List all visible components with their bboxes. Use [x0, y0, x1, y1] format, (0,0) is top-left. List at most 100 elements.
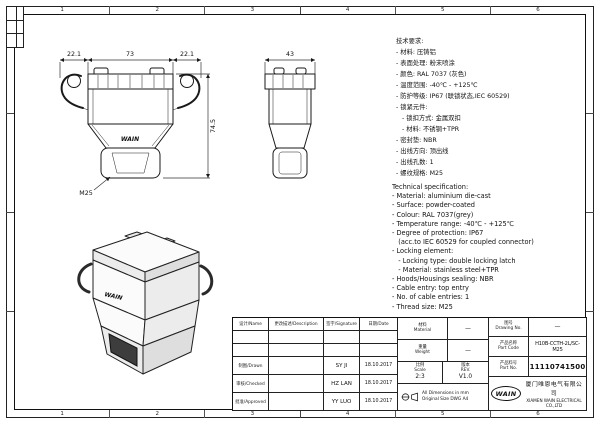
thread-size-label: M25 [79, 190, 92, 197]
zone-number: 2 [110, 410, 206, 418]
tb-empty-cell [233, 344, 269, 357]
zone-number: 2 [110, 6, 206, 14]
corner-box-divider [7, 33, 23, 34]
dim-center-label: 73 [126, 51, 134, 58]
frame-tick [586, 211, 594, 213]
tb-drawn-label: 制图/Drawn [233, 357, 269, 375]
spec-cn-line: - 温度范围: -40℃ - +125℃ [396, 82, 478, 89]
spec-en-line: - Material: aluminium die-cast [392, 192, 491, 201]
zone-number: 1 [15, 6, 111, 14]
tb-part-code-label-en: Part Code [498, 345, 519, 351]
title-block: 设计/Name 更改描述/Description 签字/Signature 日期… [232, 317, 587, 411]
tb-part-code-label-cn: 产品名称 [499, 340, 518, 346]
tb-empty-cell [324, 344, 360, 357]
spec-en-line: - Locking element: [392, 247, 454, 256]
dim-height-label: 74.5 [210, 119, 217, 133]
tb-empty-cell [233, 331, 269, 344]
wain-logo: WAIN [491, 386, 521, 401]
zone-number: 3 [205, 410, 301, 418]
zone-number: 6 [536, 411, 540, 417]
iso-opening-window [108, 333, 138, 367]
tb-empty-cell [360, 331, 398, 344]
technical-requirements-cn: 技术要求: - 材料: 压铸铝- 表面处理: 粉末喷涂- 颜色: RAL 703… [396, 36, 586, 179]
spec-cn-lines: - 材料: 压铸铝- 表面处理: 粉末喷涂- 颜色: RAL 7037 (灰色)… [396, 47, 586, 179]
tb-part-no-label-en: Part No. [500, 365, 517, 371]
corner-box-divider [7, 20, 23, 21]
frame-tick [299, 6, 301, 14]
frame-tick [6, 310, 14, 312]
tb-rev-label-cn: 版本 [461, 363, 470, 369]
dim-left-label: 22.1 [67, 51, 81, 58]
tb-weight-label-cn: 重量 [418, 344, 427, 350]
zone-number: 3 [205, 6, 301, 14]
tb-empty-cell [269, 375, 324, 393]
front-view-height-dimension [163, 73, 211, 179]
zone-number: 5 [396, 410, 491, 418]
spec-en-title: Technical specification: [392, 183, 469, 191]
tb-drawing-no-value: — [529, 318, 587, 337]
bail-latch-left [60, 73, 89, 111]
projection-symbol-icon [401, 392, 418, 402]
tb-approved-date: 18.10.2017 [360, 393, 398, 411]
zone-number: 5 [396, 6, 491, 14]
tb-empty-cell [269, 331, 324, 344]
zone-number: 6 [536, 7, 540, 13]
isometric-view: WAIN [77, 231, 214, 375]
spec-en-line: - Surface: powder-coated [392, 201, 475, 210]
front-view-outline: WAIN [60, 67, 201, 179]
tb-drawing-no-label-cn: 图号 [504, 321, 513, 327]
tb-part-no-value: 1111107415001 [529, 357, 587, 377]
company-name-cn: 厦门唯恩电气有限公司 [525, 382, 583, 397]
tb-part-no-label: 产品料号 Part No. [489, 357, 529, 377]
frame-tick [6, 211, 14, 213]
zone-number: 4 [301, 6, 396, 14]
tb-material-label: 材料 Material [398, 318, 448, 340]
frame-tick [299, 410, 301, 418]
tb-empty-cell [269, 357, 324, 375]
tb-header-date: 日期/Date [360, 318, 398, 331]
zone-number: 1 [15, 410, 111, 418]
tb-scale-label-en: Scale [414, 368, 426, 374]
iso-view-outline: WAIN [77, 231, 214, 375]
dim-right-label: 22.1 [180, 51, 194, 58]
tb-header-description: 更改描述/Description [269, 318, 324, 331]
spec-en-lines: - Material: aluminium die-cast- Surface:… [392, 192, 588, 312]
tb-header-name: 设计/Name [233, 318, 269, 331]
tb-material-value: — [448, 318, 489, 340]
tb-scale-label-cn: 比例 [415, 363, 425, 369]
tb-note-line: All Dimensions in mm [422, 390, 469, 396]
spec-en-line: - Degree of protection: IP67 [392, 229, 484, 238]
front-view-thread-callout: M25 [79, 176, 111, 197]
tb-weight-label: 重量 Weight [398, 340, 448, 362]
spec-en-line: (acc.to IEC 60529 for coupled connector) [392, 238, 534, 247]
tb-empty-cell [324, 331, 360, 344]
iso-bail-latch-right [199, 264, 214, 296]
tb-empty-cell [269, 393, 324, 411]
tb-rev-label-en: REV. [460, 368, 471, 374]
company-name-en: XIAMEN WAIN ELECTRICAL CO.,LTD [526, 398, 582, 408]
tb-part-code-value: H10B-CCTH-2L/SC-M25 [529, 337, 587, 357]
spec-cn-line: - 锁扣方式: 金属双扣 [396, 115, 461, 122]
tb-material-label-cn: 材料 [418, 322, 427, 328]
spec-en-line: - Locking type: double locking latch [392, 256, 516, 265]
spec-en-line: - Colour: RAL 7037(grey) [392, 210, 474, 219]
frame-tick [586, 310, 594, 312]
tb-scale-value: 2:3 [415, 374, 425, 381]
side-view: 43 [264, 51, 316, 179]
corner-box-divider [16, 7, 17, 47]
zone-number: 4 [301, 410, 396, 418]
tb-rev-cell: 版本 REV. V1.0 [443, 362, 489, 384]
side-view-width-dimension [264, 57, 316, 74]
tb-material-label-en: Material [413, 327, 432, 333]
tb-scale-cell: 比例 Scale 2:3 [398, 362, 443, 384]
brand-embossed-text: WAIN [121, 136, 139, 143]
spec-cn-line: - 螺纹规格: M25 [396, 170, 444, 177]
frame-tick [6, 112, 14, 114]
bail-latch-right [172, 73, 201, 111]
spec-cn-line: - 出线方向: 顶出线 [396, 148, 449, 155]
spec-en-line: - Hoods/Housings sealing: NBR [392, 275, 494, 284]
spec-cn-line: - 防护等级: IP67 (联锁状态,IEC 60529) [396, 93, 510, 100]
tb-part-code-label: 产品名称 Part Code [489, 337, 529, 357]
